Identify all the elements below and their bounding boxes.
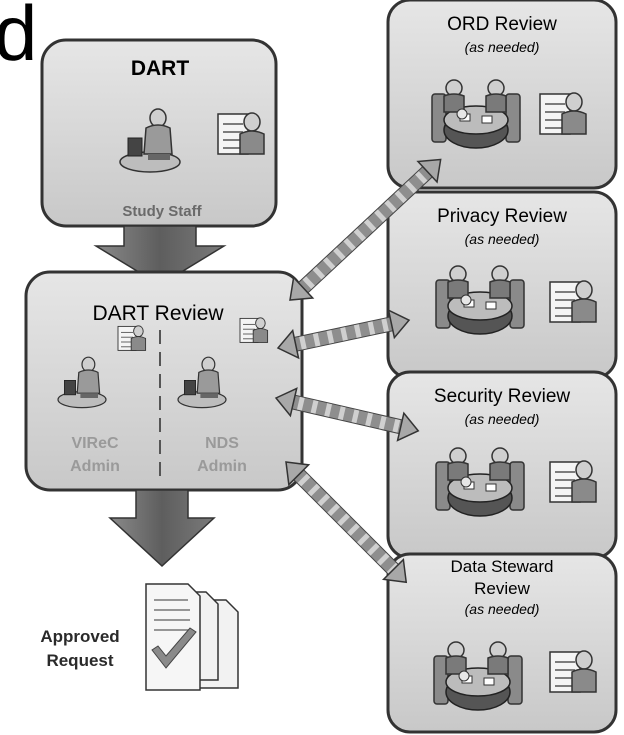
nds-label: NDS	[205, 435, 239, 452]
dart-review-title: DART Review	[92, 302, 224, 325]
privacy-review-title: Privacy Review	[437, 206, 567, 227]
approved-label: Approved	[40, 627, 119, 646]
ord-review-box: ORD Review (as needed)	[386, 0, 618, 190]
dart-review-box: DART Review VIReC Admin NDS Admin	[24, 270, 304, 492]
data-steward-review-box: Data Steward Review (as needed)	[386, 552, 618, 734]
study-staff-label: Study Staff	[122, 203, 202, 220]
privacy-review-box: Privacy Review (as needed)	[386, 190, 618, 380]
arrow-to-privacy-review	[276, 308, 411, 360]
dart-title: DART	[131, 57, 189, 80]
document-person-icon	[539, 92, 587, 135]
document-person-icon	[549, 280, 597, 323]
document-person-icon	[117, 325, 147, 351]
security-review-title: Security Review	[434, 386, 570, 407]
data-steward-note: (as needed)	[465, 601, 540, 617]
ord-review-title: ORD Review	[447, 14, 557, 35]
arrow-to-ord-review	[289, 158, 442, 301]
virec-admin-label: Admin	[70, 458, 120, 475]
arrow-to-security-review	[274, 387, 420, 442]
request-label: Request	[46, 651, 113, 670]
ord-review-note: (as needed)	[465, 39, 540, 55]
data-steward-review-title: Review	[474, 579, 530, 598]
virec-label: VIReC	[71, 435, 119, 452]
heading-fragment: d	[0, 0, 37, 77]
document-person-icon	[239, 317, 269, 343]
dart-box: DART Study Staff	[40, 38, 278, 228]
privacy-review-note: (as needed)	[465, 231, 540, 247]
document-person-icon	[217, 112, 265, 155]
check-mark-icon	[151, 627, 197, 669]
nds-admin-label: Admin	[197, 458, 247, 475]
down-arrow-to-approved	[108, 489, 216, 568]
security-review-note: (as needed)	[465, 411, 540, 427]
data-steward-title: Data Steward	[451, 557, 554, 576]
approved-request: Approved Request	[40, 583, 239, 691]
document-person-icon	[549, 460, 597, 503]
arrow-to-data-steward-review	[285, 461, 408, 584]
down-arrow-to-review	[93, 225, 227, 286]
document-person-icon	[549, 650, 597, 693]
security-review-box: Security Review (as needed)	[386, 370, 618, 560]
